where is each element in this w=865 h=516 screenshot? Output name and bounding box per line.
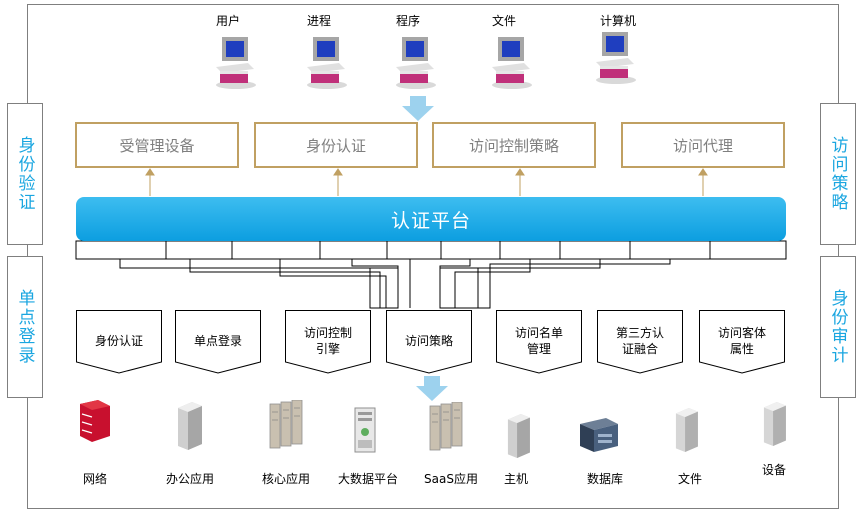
server-rack-icon [269, 400, 303, 449]
server-icon [178, 402, 202, 450]
computer-icon [596, 32, 636, 84]
resource-label-saas-app: SaaS应用 [424, 472, 478, 486]
server-icon [507, 414, 530, 458]
auth-platform-label: 认证平台 [390, 209, 471, 232]
module-identity-auth: 身份认证 [76, 310, 162, 374]
service-access-proxy: 访问代理 [621, 122, 785, 168]
service-access-control-policy: 访问控制策略 [432, 122, 596, 168]
server-rack-icon [429, 402, 463, 451]
entity-label-program: 程序 [395, 14, 420, 28]
down-arrow-icon [416, 376, 448, 401]
computer-icon [396, 37, 436, 89]
service-identity-auth: 身份认证 [254, 122, 418, 168]
entity-label-file: 文件 [491, 14, 516, 28]
module-access-list-management: 访问名单 管理 [496, 310, 582, 374]
panel-single-sign-on: 单点登录 [7, 256, 43, 398]
module-access-policy: 访问策略 [386, 310, 472, 374]
module-single-sign-on: 单点登录 [175, 310, 261, 374]
panel-access-policy: 访问策略 [820, 103, 856, 245]
resource-label-host: 主机 [503, 472, 528, 486]
resource-label-file: 文件 [677, 472, 702, 486]
computer-icon [216, 37, 256, 89]
panel-identity-audit: 身份审计 [820, 256, 856, 398]
big-data-server-icon [354, 407, 376, 453]
panel-identity-verification: 身份验证 [7, 103, 43, 245]
network-icon [80, 400, 110, 442]
database-icon [580, 418, 618, 452]
resource-label-network: 网络 [82, 472, 107, 486]
computer-icon [492, 37, 532, 89]
resource-label-core-app: 核心应用 [261, 472, 310, 486]
entity-label-process: 进程 [306, 14, 331, 28]
down-arrow-icon [402, 96, 434, 121]
resource-label-big-data-platform: 大数据平台 [337, 472, 398, 486]
resource-label-database: 数据库 [586, 472, 623, 486]
entity-label-computer: 计算机 [599, 14, 636, 28]
auth-platform-bar: 认证平台 [76, 197, 786, 241]
entity-label-user: 用户 [215, 14, 240, 28]
service-managed-devices: 受管理设备 [75, 122, 239, 168]
computer-icon [307, 37, 347, 89]
resource-label-office-app: 办公应用 [165, 472, 214, 486]
module-access-object-attributes: 访问客体 属性 [699, 310, 785, 374]
device-icon [763, 402, 786, 446]
module-access-control-engine: 访问控制 引擎 [285, 310, 371, 374]
file-server-icon [675, 408, 698, 452]
module-third-party-auth-fusion: 第三方认 证融合 [597, 310, 683, 374]
resource-label-device: 设备 [761, 463, 786, 477]
